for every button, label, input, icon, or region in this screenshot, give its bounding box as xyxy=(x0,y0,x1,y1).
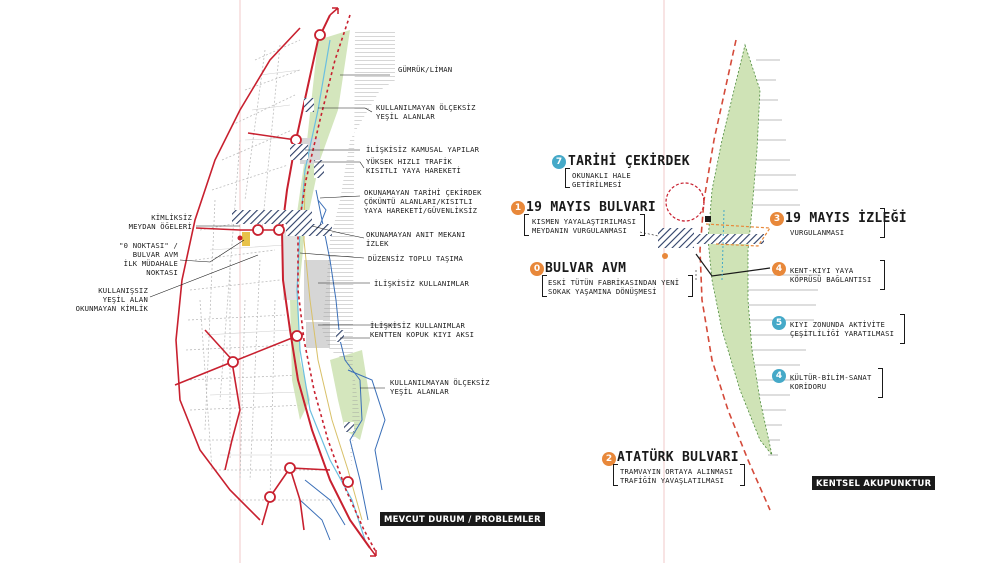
item-4-sub: KENT-KIYI YAYA KÖPRÜSÜ BAĞLANTISI xyxy=(790,266,872,284)
item-6-bracket xyxy=(878,368,883,398)
label-historic-core: OKUNAMAYAN TARİHİ ÇEKİRDEK ÇÖKÜNTÜ ALANL… xyxy=(364,188,482,215)
item-5-bracket xyxy=(900,314,905,344)
item-6-sub: KÜLTÜR-BİLİM-SANAT KORİDORU xyxy=(790,373,872,391)
label-unrelated-public-buildings: İLİŞKİSİZ KAMUSAL YAPILAR xyxy=(366,145,480,154)
item-1-title: 19 MAYIS BULVARI xyxy=(526,200,657,215)
item-7-title: TARİHİ ÇEKİRDEK xyxy=(568,154,690,169)
item-2-bracket-right xyxy=(740,464,745,486)
label-zero-point: "0 NOKTASI" / BULVAR AVM İLK MÜDAHALE NO… xyxy=(119,241,178,277)
badge-2: 2 xyxy=(602,452,616,466)
label-unused-green-south: KULLANILMAYAN ÖLÇEKSİZ YEŞİL ALANLAR xyxy=(390,378,490,396)
right-map-title-tag: KENTSEL AKUPUNKTUR xyxy=(812,476,936,490)
badge-3: 3 xyxy=(770,212,784,226)
item-1-sub: KISMEN YAYALAŞTIRILMASI MEYDANIN VURGULA… xyxy=(532,217,637,235)
item-7-bracket xyxy=(565,168,570,188)
item-2-sub: TRAMVAYIN ORTAYA ALINMASI TRAFİĞİN YAVAŞ… xyxy=(620,467,734,485)
item-2-title: ATATÜRK BULVARI xyxy=(617,450,739,465)
label-useless-green: KULLANIŞSIZ YEŞİL ALAN OKUNMAYAN KİMLİK xyxy=(75,286,148,313)
label-unrelated-uses-1: İLİŞKİSİZ KULLANIMLAR xyxy=(374,279,470,288)
item-0-bracket-right xyxy=(688,275,693,297)
item-0-title: BULVAR AVM xyxy=(545,261,627,276)
badge-0: 0 xyxy=(530,262,544,276)
badge-5: 5 xyxy=(772,316,786,330)
label-unused-green-north: KULLANILMAYAN ÖLÇEKSİZ YEŞİL ALANLAR xyxy=(376,103,476,121)
badge-7: 7 xyxy=(552,155,566,169)
item-5-sub: KIYI ZONUNDA AKTİVİTE ÇEŞİTLİLİĞİ YARATI… xyxy=(790,320,895,338)
badge-4-orange: 4 xyxy=(772,262,786,276)
label-monument-path: OKUNAMAYAN ANIT MEKANI İZLEK xyxy=(366,230,466,248)
item-7-sub: OKUNAKLI HALE GETİRİLMESİ xyxy=(572,171,631,189)
label-gumruk-liman: GÜMRÜK/LİMAN xyxy=(398,65,453,74)
item-1-bracket-left xyxy=(524,214,529,236)
item-3-bracket xyxy=(880,208,885,238)
label-high-speed-traffic: YÜKSEK HIZLI TRAFİK KISITLI YAYA HAREKET… xyxy=(366,157,462,175)
item-0-bracket-left xyxy=(542,275,547,297)
item-0-sub: ESKİ TÜTÜN FABRİKASINDAN YENİ SOKAK YAŞA… xyxy=(548,278,680,296)
item-2-bracket-left xyxy=(613,464,618,486)
item-4-bracket xyxy=(880,260,885,290)
item-1-bracket-right xyxy=(640,214,645,236)
label-identityless-square: KİMLİKSİZ MEYDAN ÖĞELERİ xyxy=(128,213,192,231)
label-unrelated-uses-2: İLİŞKİSİZ KULLANIMLAR KENTTEN KOPUK KIYI… xyxy=(370,321,475,339)
badge-1: 1 xyxy=(511,201,525,215)
left-map-title-tag: MEVCUT DURUM / PROBLEMLER xyxy=(380,512,545,526)
badge-4-blue: 4 xyxy=(772,369,786,383)
item-3-sub: VURGULANMASI xyxy=(790,228,845,237)
item-3-title: 19 MAYIS İZLEĞİ xyxy=(785,211,907,226)
label-public-transport: DÜZENSİZ TOPLU TAŞIMA xyxy=(368,254,464,263)
